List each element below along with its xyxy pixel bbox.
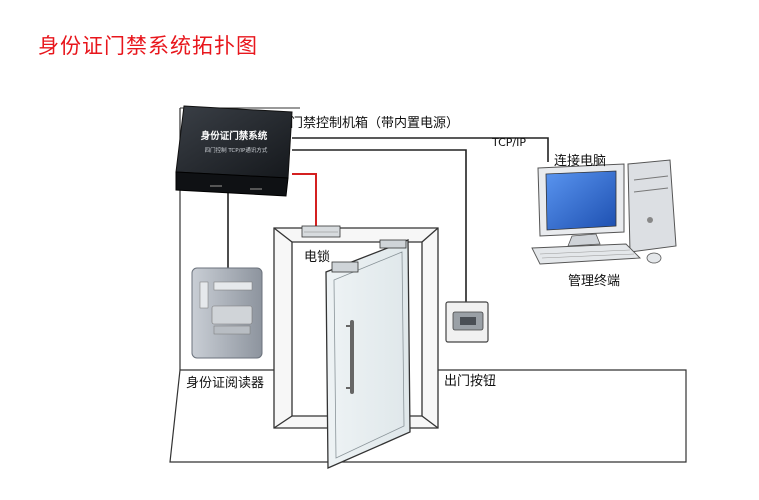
floor-plane	[169, 369, 687, 463]
electric-lock	[301, 225, 341, 238]
glass-door	[325, 239, 411, 469]
controller-face-line1: 身份证门禁系统	[201, 130, 268, 142]
wire-to-lock	[292, 173, 317, 226]
computer-terminal	[531, 159, 677, 265]
id-card-reader	[191, 267, 263, 359]
reader-label: 身份证阅读器	[186, 376, 265, 391]
exit-button	[445, 301, 489, 343]
exit-button-label: 出门按钮	[444, 374, 497, 389]
tcpip-label: TCP/IP	[492, 136, 526, 149]
wire-to-exit-button	[292, 149, 467, 302]
controller-box-label: 门禁控制机箱（带内置电源）	[290, 116, 460, 131]
page-title: 身份证门禁系统拓扑图	[38, 34, 258, 58]
wire-to-pc	[292, 137, 549, 162]
controller-box: 身份证门禁系统 四门控制 TCP/IP通讯方式	[175, 105, 293, 197]
wiring	[227, 137, 549, 302]
connect-pc-label: 连接电脑	[554, 154, 607, 169]
terminal-label: 管理终端	[568, 274, 621, 289]
electric-lock-label: 电锁	[304, 250, 331, 265]
controller-face-line2: 四门控制 TCP/IP通讯方式	[205, 146, 268, 154]
